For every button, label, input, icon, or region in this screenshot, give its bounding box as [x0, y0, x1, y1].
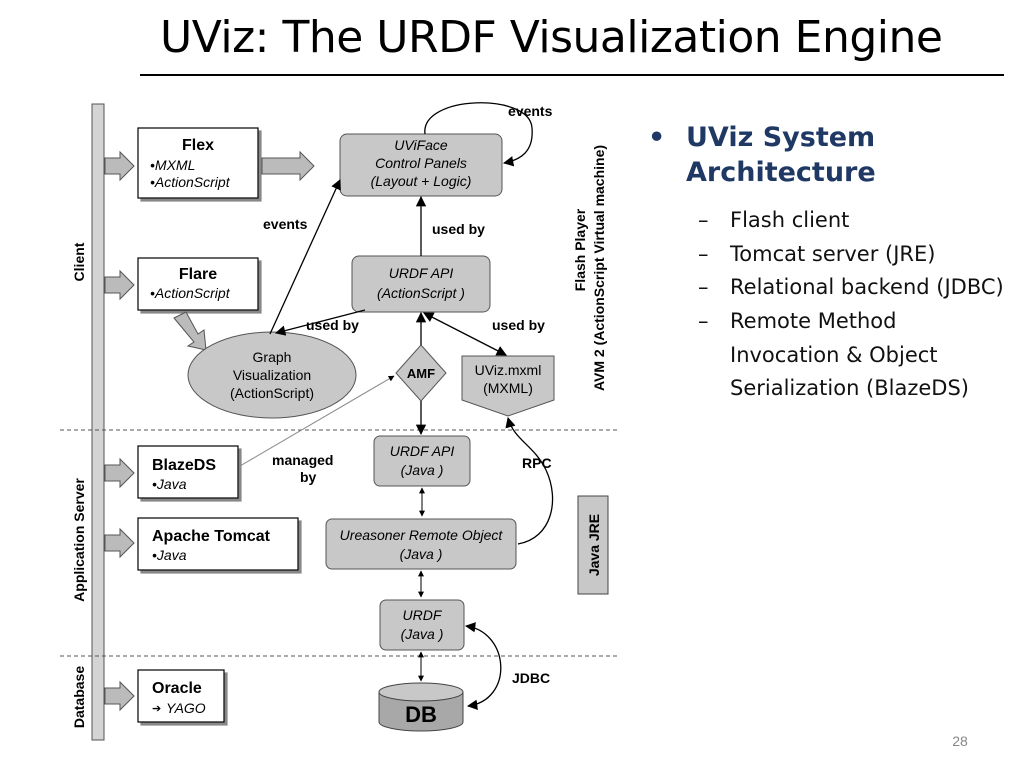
- ureasoner-box: Ureasoner Remote Object (Java ): [325, 518, 517, 570]
- blazeds-to-amf-arrow: [239, 375, 395, 467]
- uviface-line1: UViFace: [394, 137, 448, 153]
- avm2-label: AVM 2 (ActionScript Virtual machine): [591, 145, 607, 391]
- ureasoner-line1: Ureasoner Remote Object: [340, 527, 504, 543]
- urdf-api-java-line2: (Java ): [401, 462, 444, 478]
- jdbc-arrow: [464, 622, 502, 710]
- tier-label-client: Client: [71, 242, 87, 281]
- bullet-list: • UViz System Architecture –Flash client…: [648, 120, 1008, 406]
- urdf-api-java-line1: URDF API: [390, 443, 455, 459]
- sub-bullet: –Tomcat server (JRE): [698, 238, 1008, 272]
- sub-bullet: –Flash client: [698, 204, 1008, 238]
- flex-title: Flex: [182, 137, 214, 154]
- uviz-mxml-line2: (MXML): [483, 380, 533, 396]
- events-left-label: events: [263, 216, 308, 232]
- sub-bullet: –Relational backend (JDBC): [698, 271, 1008, 305]
- graph-vis-line1: Graph: [253, 349, 292, 365]
- flare-to-graph-arrow: [173, 311, 207, 351]
- slide-number: 28: [952, 733, 968, 749]
- rpc-arrow: [505, 416, 554, 545]
- flare-box: Flare •ActionScript: [137, 257, 259, 311]
- flex-item-actionscript: •ActionScript: [150, 174, 231, 190]
- flex-item-mxml: •MXML: [150, 157, 195, 173]
- by-label: by: [300, 469, 317, 485]
- java-jre-label: Java JRE: [586, 514, 602, 576]
- mxml-urdf-api-arrow: [423, 312, 507, 356]
- flash-player-label: Flash Player: [572, 208, 588, 291]
- db-cylinder: DB: [378, 682, 464, 732]
- used-by-label-3: used by: [492, 317, 545, 333]
- flare-title: Flare: [179, 266, 217, 283]
- flex-to-uviface-arrow: [261, 150, 315, 182]
- managed-label: managed: [272, 452, 333, 468]
- tier-arrow-tomcat: [104, 527, 135, 559]
- tomcat-item-java: •Java: [152, 547, 187, 563]
- bullet-dot: •: [648, 122, 666, 153]
- sub-bullet-list: –Flash client –Tomcat server (JRE) –Rela…: [648, 204, 1008, 406]
- uviz-mxml-node: UViz.mxml (MXML): [461, 355, 555, 417]
- java-jre-box: [577, 495, 609, 595]
- title-underline: [140, 74, 1004, 76]
- uviface-line2: Control Panels: [375, 155, 467, 171]
- sub-bullet-text: Remote Method Invocation & Object Serial…: [730, 308, 969, 401]
- tomcat-box: Apache Tomcat •Java: [137, 517, 299, 571]
- tier-arrow-flex: [104, 150, 135, 182]
- urdf-api-as-line1: URDF API: [389, 265, 454, 281]
- used-by-label-2: used by: [306, 317, 359, 333]
- tomcat-title: Apache Tomcat: [152, 528, 271, 545]
- graph-visualization-node: Graph Visualization (ActionScript): [187, 331, 357, 419]
- amf-label: AMF: [407, 366, 435, 381]
- uviface-box: UViFace Control Panels (Layout + Logic): [339, 133, 503, 197]
- oracle-title: Oracle: [152, 680, 202, 697]
- flex-box: Flex •MXML •ActionScript: [137, 127, 259, 199]
- blazeds-box: BlazeDS •Java: [137, 445, 239, 499]
- oracle-box: Oracle ➔ YAGO: [137, 669, 225, 723]
- amf-diamond: AMF: [395, 344, 447, 402]
- tier-arrow-oracle: [104, 680, 135, 712]
- jdbc-label: JDBC: [512, 670, 550, 686]
- events-loop-arrow: [424, 102, 533, 167]
- urdf-api-as-box: URDF API (ActionScript ): [351, 255, 491, 313]
- sub-bullet-text: Flash client: [730, 208, 850, 233]
- sub-bullet: –Remote Method Invocation & Object Seria…: [698, 305, 1008, 406]
- ureasoner-line2: (Java ): [400, 546, 443, 562]
- graph-to-uviface-arrow: [269, 179, 341, 335]
- tier-arrow-blazeds: [104, 457, 135, 489]
- bullet-main: • UViz System Architecture: [648, 120, 1008, 190]
- bullet-main-text: UViz System Architecture: [686, 122, 876, 189]
- uviface-line3: (Layout + Logic): [371, 173, 472, 189]
- sub-bullet-text: Relational backend (JDBC): [730, 275, 1004, 300]
- urdf-api-to-graph-arrow: [274, 309, 366, 336]
- rpc-label: RPC: [522, 455, 552, 471]
- blazeds-item-java: •Java: [152, 476, 187, 492]
- events-top-label: events: [508, 103, 553, 119]
- tier-label-app-server: Application Server: [71, 478, 87, 602]
- arrow-right-icon: ➔: [152, 703, 161, 715]
- urdf-java-line1: URDF: [403, 607, 443, 623]
- used-by-label-1: used by: [432, 221, 485, 237]
- flare-item-actionscript: •ActionScript: [150, 285, 231, 301]
- oracle-item-yago: YAGO: [166, 700, 206, 716]
- urdf-api-as-line2: (ActionScript ): [377, 285, 465, 301]
- tier-bar: [91, 103, 105, 741]
- urdf-api-java-box: URDF API (Java ): [373, 435, 471, 487]
- blazeds-title: BlazeDS: [152, 457, 216, 474]
- tier-arrow-flare: [104, 269, 135, 301]
- graph-vis-line3: (ActionScript): [230, 385, 314, 401]
- graph-vis-line2: Visualization: [233, 367, 311, 383]
- urdf-java-line2: (Java ): [401, 626, 444, 642]
- slide-title: UViz: The URDF Visualization Engine: [160, 12, 943, 63]
- uviz-mxml-line1: UViz.mxml: [475, 362, 542, 378]
- db-label: DB: [405, 702, 437, 727]
- sub-bullet-text: Tomcat server (JRE): [730, 241, 936, 266]
- tier-label-database: Database: [71, 666, 87, 728]
- urdf-java-box: URDF (Java ): [379, 599, 465, 651]
